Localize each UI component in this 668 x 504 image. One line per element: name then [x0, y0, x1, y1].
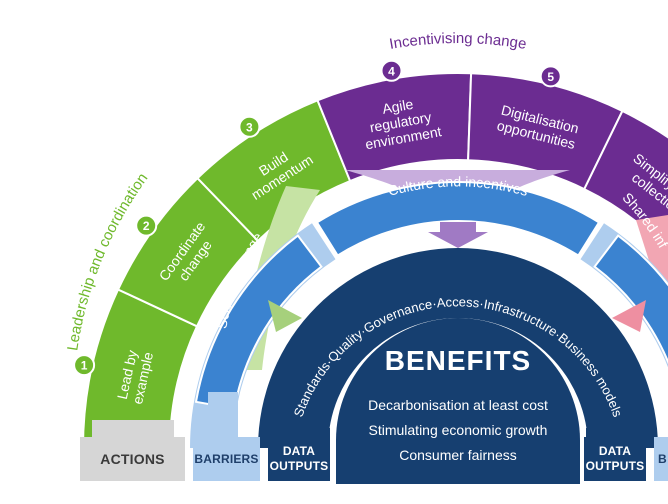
benefit-item-2: Stimulating economic growth: [369, 422, 548, 438]
action-number-badge-4: [380, 59, 403, 82]
barrier-scale-of-change: [194, 234, 323, 410]
arrow-leadership: [268, 300, 302, 332]
action-number-badge-3: [238, 115, 261, 138]
actions-column: [92, 420, 174, 438]
barriers-column: [208, 392, 238, 438]
action-number-badge-5: [539, 65, 562, 88]
footer-data-outputs-right-line2: OUTPUTS: [585, 459, 645, 473]
benefit-item-1: Decarbonisation at least cost: [368, 397, 548, 413]
footer-barriers: BARRIERS: [193, 437, 260, 481]
action-number-1: 1: [81, 359, 88, 373]
action-number-badge-1: [73, 354, 96, 377]
footer-barriers-label: BARRIERS: [194, 452, 259, 466]
action-number-5: 5: [547, 70, 554, 84]
arrow-incentives: [428, 222, 488, 248]
benefits-dome: [336, 318, 580, 470]
benefit-item-3: Consumer fairness: [399, 447, 517, 463]
barrier-shared-infrastructure: [593, 234, 668, 365]
data-outputs-ring: [258, 248, 658, 448]
footer-actions-label: ACTIONS: [100, 451, 165, 467]
footer-data-outputs-left: DATA OUTPUTS: [268, 437, 330, 481]
action-number-4: 4: [388, 64, 395, 78]
footer-data-outputs-left-line1: DATA: [282, 444, 316, 458]
footer-barriers-right-label: B: [658, 452, 667, 466]
footer-data-outputs-right: DATA OUTPUTS: [584, 437, 646, 481]
arrow-foundational: [612, 300, 646, 332]
footer-data-outputs-right-line1: DATA: [598, 444, 632, 458]
footer-actions: ACTIONS: [80, 437, 185, 481]
section-title-incentivising: Incentivising change: [388, 30, 528, 53]
benefits-dome-base: [336, 470, 580, 484]
action-segment-6: [582, 109, 668, 253]
barrier-culture-and-incentives: [315, 180, 601, 257]
action-number-2: 2: [143, 219, 150, 233]
action-number-badge-2: [135, 214, 158, 237]
footer-data-outputs-left-line2: OUTPUTS: [269, 459, 329, 473]
benefits-title: BENEFITS: [385, 345, 531, 376]
action-label-line: Agile: [381, 96, 415, 117]
action-number-3: 3: [246, 120, 253, 134]
footer-barriers-right: B: [654, 437, 668, 481]
